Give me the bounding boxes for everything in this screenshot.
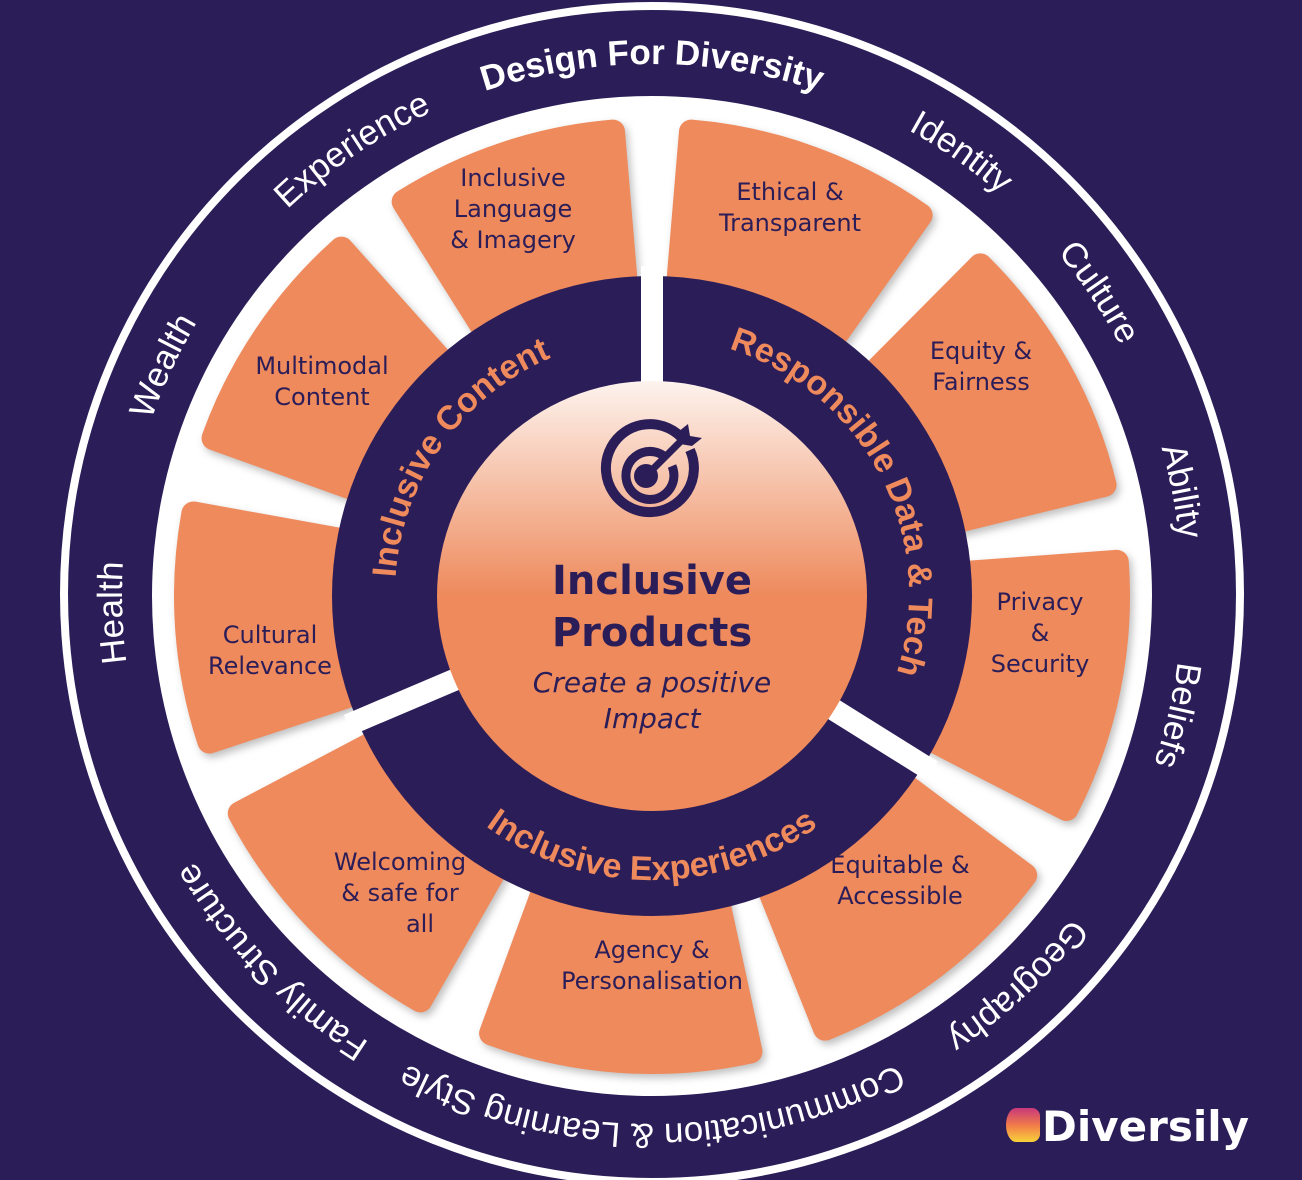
petal-label: Privacy&Security bbox=[991, 588, 1090, 678]
pillar-divider bbox=[343, 665, 468, 736]
target-arrow-icon bbox=[600, 419, 702, 518]
center-title-line1: Inclusive bbox=[552, 558, 752, 604]
logo-text: Diversily bbox=[1042, 1102, 1249, 1151]
petal-label: Agency &Personalisation bbox=[561, 936, 743, 995]
center-subtitle-line2: Impact bbox=[604, 702, 702, 735]
pillar-divider bbox=[820, 695, 938, 781]
logo-icon bbox=[1006, 1108, 1040, 1142]
petal-label: Equitable &Accessible bbox=[830, 851, 969, 910]
diversily-logo: Diversily bbox=[1006, 1102, 1249, 1151]
center-title-line2: Products bbox=[552, 610, 752, 656]
outer-ring-border bbox=[60, 2, 1244, 1180]
center-circle bbox=[437, 381, 867, 811]
petal-label: Equity &Fairness bbox=[930, 337, 1032, 396]
center-subtitle-line1: Create a positive bbox=[533, 666, 771, 699]
petal-label: Ethical &Transparent bbox=[718, 178, 861, 237]
outer-dimension-label: Health bbox=[91, 561, 134, 667]
